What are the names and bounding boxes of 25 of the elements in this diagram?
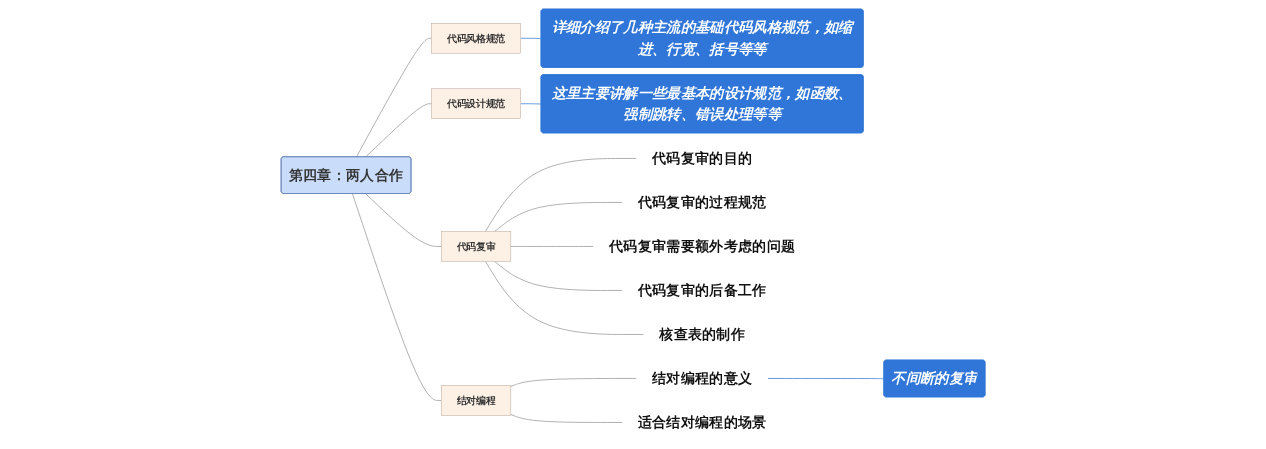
node-text: 代码复审的过程规范 [637,193,767,211]
node-text: 适合结对编程的场景 [637,413,767,431]
node-text: 代码复审的后备工作 [637,281,767,299]
connector [510,413,623,423]
node-box: 代码复审 [440,230,511,262]
node-text: 核查表的制作 [659,325,746,343]
connector [510,377,637,387]
node-text: 结对编程的意义 [651,369,753,387]
connector [767,377,885,379]
connector [520,37,542,39]
node-box: 代码风格规范 [431,22,521,53]
connector [484,157,637,232]
connector [510,245,594,247]
node-text: 代码复审的目的 [651,149,753,167]
connector [365,192,442,247]
node-text: 代码复审需要额外考虑的问题 [608,237,796,255]
connector [352,192,442,401]
node-box: 代码设计规范 [431,88,521,119]
connector [520,102,542,104]
connector [355,37,432,157]
node-box: 结对编程 [440,384,511,416]
connector [494,201,623,232]
connector [365,102,432,157]
connector [484,260,645,335]
connector [494,260,623,291]
